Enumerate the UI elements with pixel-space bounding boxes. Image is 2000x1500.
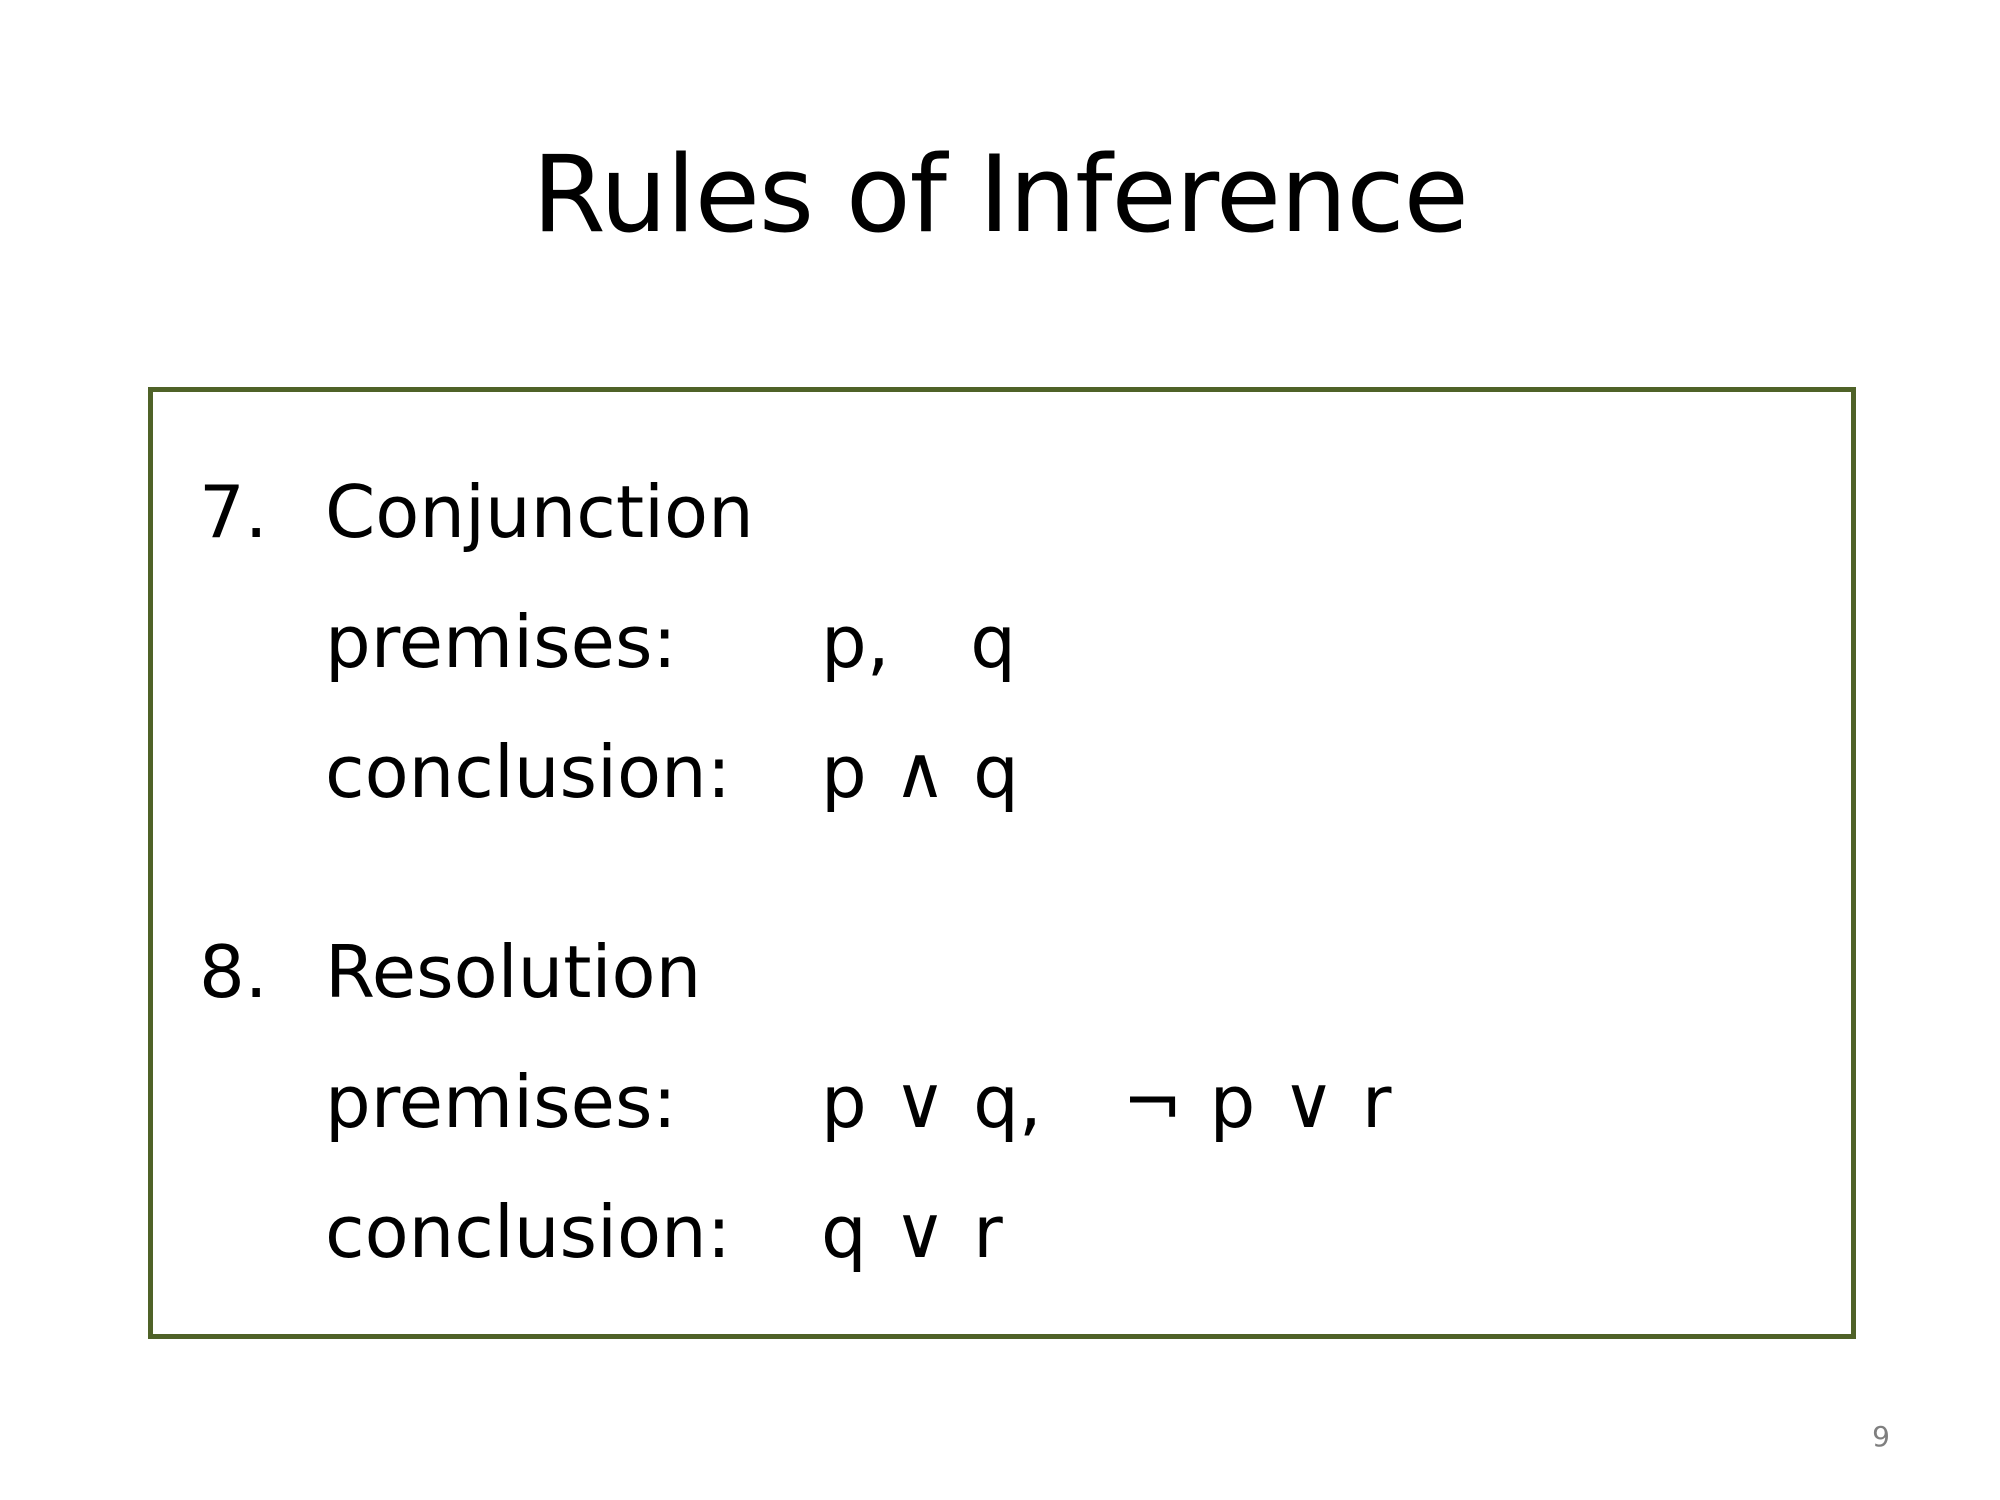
conclusion-value: p ∧ q [821, 730, 1019, 814]
rule-heading: 8. Resolution [153, 907, 1851, 1037]
premises-label: premises: [325, 600, 677, 684]
rule-conjunction: 7. Conjunction premises: p, q conclusion… [153, 447, 1851, 837]
rules-box: 7. Conjunction premises: p, q conclusion… [148, 387, 1856, 1339]
rule-heading: 7. Conjunction [153, 447, 1851, 577]
premises-value: p, q [821, 600, 1016, 684]
rule-name: Resolution [325, 930, 702, 1014]
conclusion-label: conclusion: [325, 1190, 731, 1274]
premises-row: premises: p, q [153, 577, 1851, 707]
premises-value: p ∨ q, ¬ p ∨ r [821, 1060, 1392, 1144]
rule-name: Conjunction [325, 470, 754, 554]
slide-title: Rules of Inference [532, 133, 1469, 256]
rule-number: 8. [199, 930, 268, 1014]
rule-resolution: 8. Resolution premises: p ∨ q, ¬ p ∨ r c… [153, 907, 1851, 1297]
conclusion-value: q ∨ r [821, 1190, 1003, 1274]
conclusion-row: conclusion: p ∧ q [153, 707, 1851, 837]
conclusion-label: conclusion: [325, 730, 731, 814]
conclusion-row: conclusion: q ∨ r [153, 1167, 1851, 1297]
rule-number: 7. [199, 470, 268, 554]
page-number: 9 [1872, 1420, 1890, 1453]
premises-row: premises: p ∨ q, ¬ p ∨ r [153, 1037, 1851, 1167]
premises-label: premises: [325, 1060, 677, 1144]
